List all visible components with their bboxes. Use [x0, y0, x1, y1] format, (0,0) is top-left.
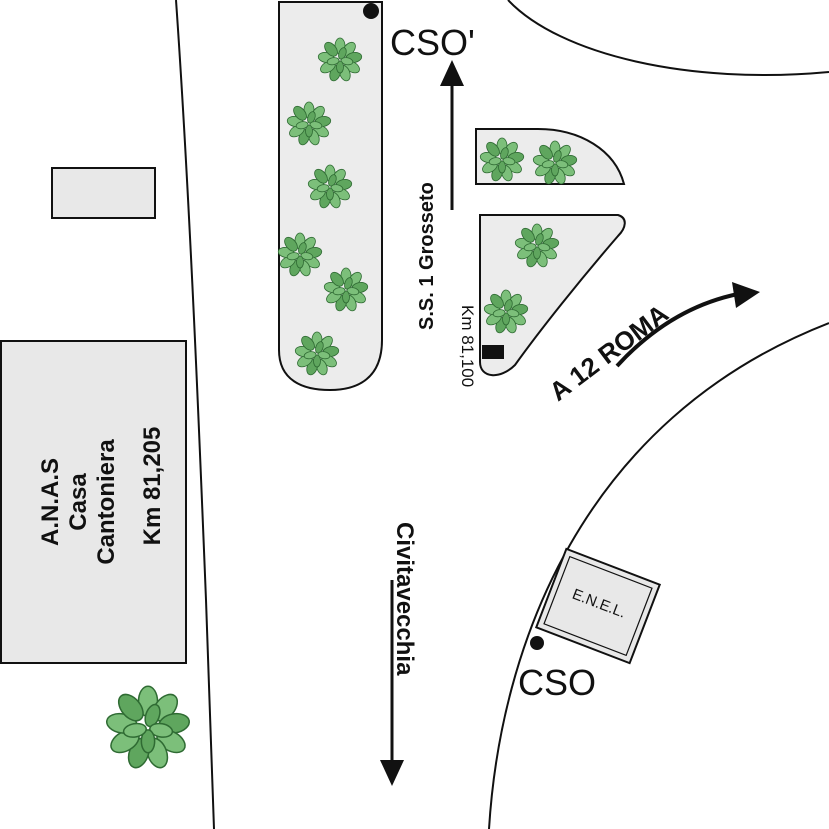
anas-line-1: A.N.A.S	[37, 458, 64, 546]
arrow-icon	[440, 60, 464, 210]
left-road-edge	[175, 0, 215, 829]
bottom-right-curve	[488, 322, 829, 829]
triangle-traffic-island	[479, 214, 626, 377]
km-marker-icon	[482, 345, 504, 359]
enel-building: E.N.E.L.	[534, 547, 662, 665]
anas-line-4: Km 81,205	[139, 427, 166, 546]
km-label: Km 81,100	[458, 305, 477, 387]
anas-line-2: Casa	[65, 473, 92, 531]
anas-label: A.N.A.S Casa Cantoniera Km 81,205	[37, 427, 166, 565]
point-marker-icon	[530, 636, 544, 650]
small-building	[51, 167, 156, 219]
civitavecchia-label: Civitavecchia	[391, 522, 418, 676]
cso-prime-label: CSO'	[390, 22, 475, 63]
point-marker-icon	[363, 3, 379, 19]
a12-roma-label: A 12 ROMA	[544, 298, 675, 407]
anas-line-3: Cantoniera	[93, 439, 120, 565]
top-right-curve	[507, 0, 829, 77]
tree-icon	[104, 685, 192, 772]
arrow-icon	[615, 282, 760, 368]
cso-label: CSO	[518, 662, 596, 703]
arrow-icon	[380, 580, 404, 786]
ss1-label: S.S. 1 Grosseto	[416, 182, 438, 330]
anas-building	[0, 340, 187, 664]
